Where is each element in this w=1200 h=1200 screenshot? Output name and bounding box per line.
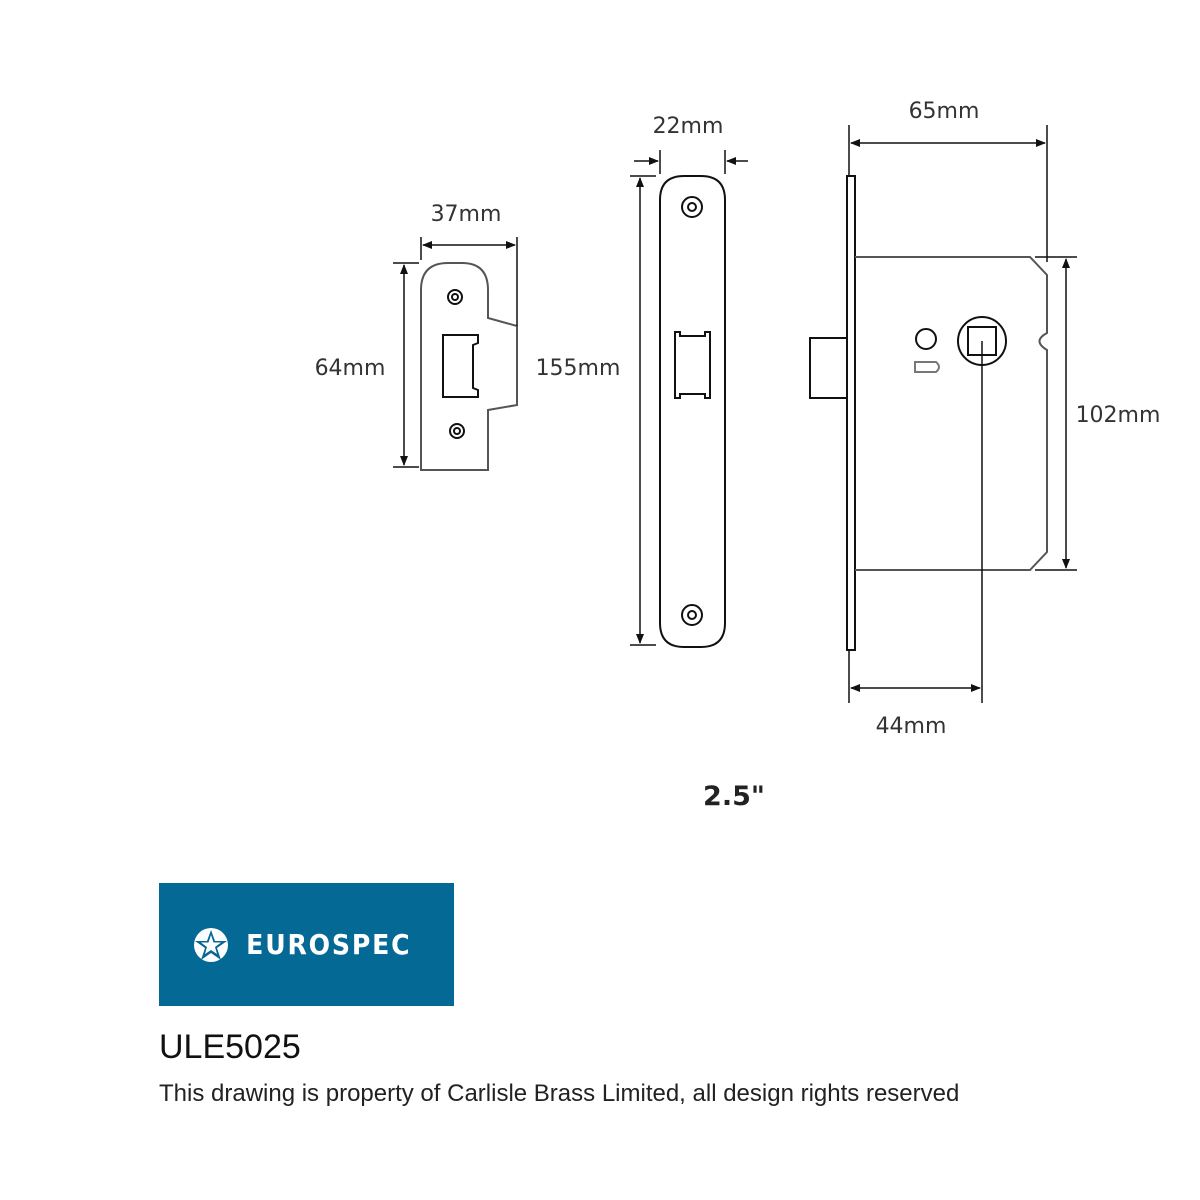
product-code: ULE5025 [159,1028,301,1066]
strike-width-label: 37mm [431,202,502,227]
case-depth-label: 65mm [909,99,980,124]
screw-hole-icon [449,423,465,439]
copyright-note: This drawing is property of Carlisle Bra… [159,1080,960,1107]
screw-hole-icon [681,604,703,626]
eurospec-logo: EUROSPEC [159,883,454,1006]
screw-hole-icon [447,289,463,305]
strike-height-label: 64mm [315,356,386,381]
forend-plate [659,175,726,648]
backset-label: 44mm [876,714,947,739]
forend-height-label: 155mm [536,356,621,381]
lock-case [809,175,1048,703]
strike-plate [420,262,518,471]
screw-hole-icon [681,196,703,218]
latch-bolt [809,337,848,399]
star-icon [193,927,228,962]
case-height-label: 102mm [1076,403,1161,428]
size-label: 2.5" [703,781,765,812]
brand-name: EUROSPEC [245,928,412,961]
forend-width-label: 22mm [653,114,724,139]
